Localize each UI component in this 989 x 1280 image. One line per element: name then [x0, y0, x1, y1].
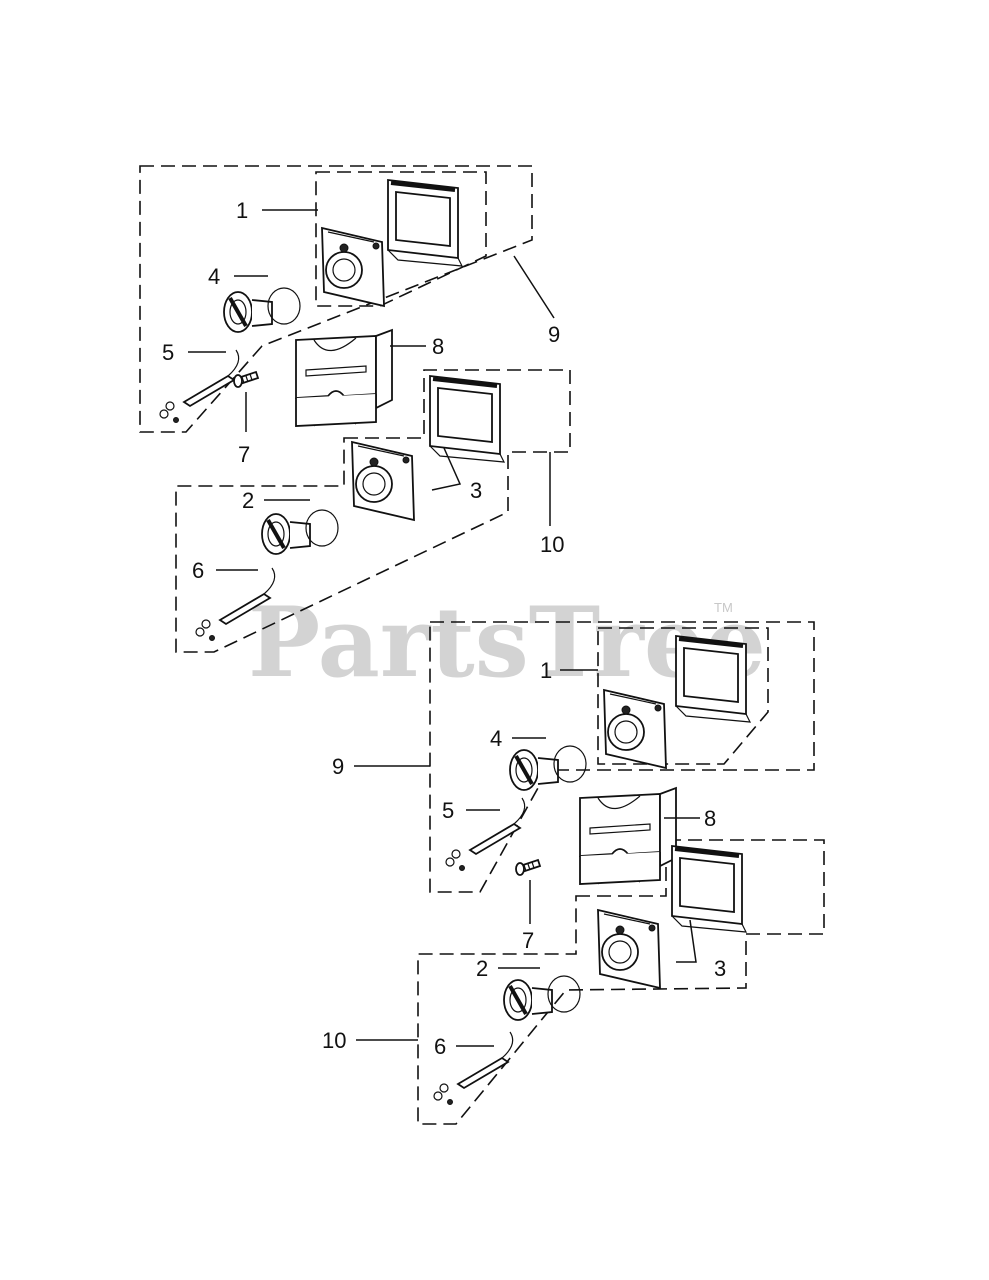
- upper-callout-1: 1: [236, 198, 248, 223]
- lower-filter-frame-3: [670, 844, 748, 934]
- upper-float-bowl-2: [260, 508, 340, 556]
- upper-back-plate-1: [321, 227, 385, 307]
- lower-back-plate-3: [597, 909, 661, 989]
- lower-group-10-outline: [417, 839, 825, 1125]
- lower-float-bowl-4: [508, 744, 588, 792]
- upper-callout-7: 7: [238, 442, 250, 467]
- lower-callout-8: 8: [704, 806, 716, 831]
- lower-callout-1: 1: [540, 658, 552, 683]
- lower-screw-7: [515, 859, 541, 876]
- upper-callout-5: 5: [162, 340, 174, 365]
- upper-callout-4: 4: [208, 264, 220, 289]
- lower-callout-3: 3: [714, 956, 726, 981]
- lower-filter-frame-1: [674, 634, 752, 724]
- lower-callout-5: 5: [442, 798, 454, 823]
- lower-bracket-8: [579, 787, 677, 885]
- upper-group-10-outline: [175, 369, 571, 653]
- upper-callout-10: 10: [540, 532, 564, 557]
- trademark-mark: TM: [714, 600, 733, 615]
- upper-back-plate-3: [351, 441, 415, 521]
- lower-assembly: 1 4 9 5 8 7 3 2 10 6: [322, 621, 825, 1125]
- upper-callout-3: 3: [470, 478, 482, 503]
- upper-float-bowl-4: [222, 286, 302, 334]
- upper-bracket-8: [295, 329, 393, 427]
- lower-callout-6: 6: [434, 1034, 446, 1059]
- lower-callout-9: 9: [332, 754, 344, 779]
- lower-callout-7: 7: [522, 928, 534, 953]
- upper-callout-6: 6: [192, 558, 204, 583]
- upper-callout-9: 9: [548, 322, 560, 347]
- upper-callout-2: 2: [242, 488, 254, 513]
- lower-callout-4: 4: [490, 726, 502, 751]
- lower-callout-10: 10: [322, 1028, 346, 1053]
- upper-group-9-outline: [139, 165, 533, 433]
- lower-callout-2: 2: [476, 956, 488, 981]
- lower-part-1-outline: [597, 627, 769, 765]
- lower-back-plate-1: [603, 689, 667, 769]
- upper-screw-7: [233, 371, 259, 388]
- upper-assembly: 1 4 5 7 8 9 3 10 2 6: [139, 165, 571, 653]
- upper-filter-frame-3: [428, 374, 506, 464]
- lower-float-bowl-2: [502, 974, 582, 1022]
- upper-callout-8: 8: [432, 334, 444, 359]
- upper-filter-frame-1: [386, 178, 464, 268]
